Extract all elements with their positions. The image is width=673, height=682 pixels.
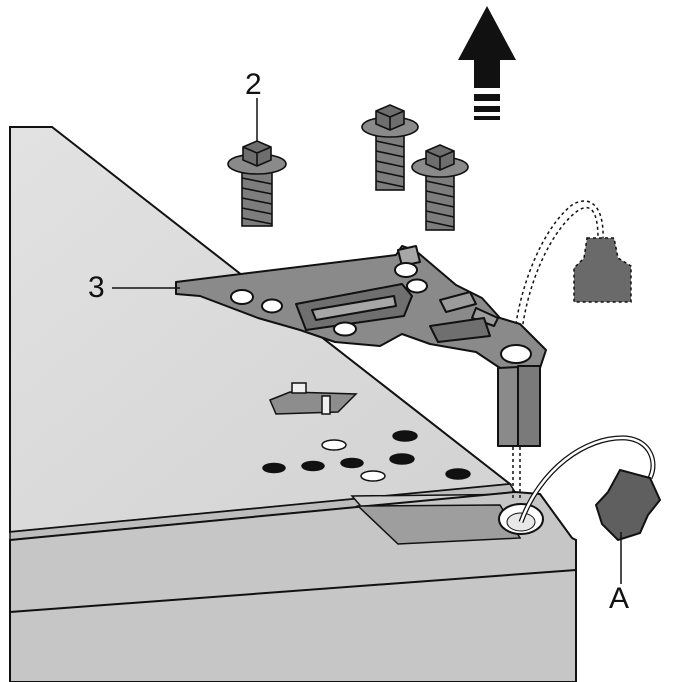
connector-ghost — [573, 237, 632, 303]
screw-icon-3 — [411, 144, 469, 231]
connector-a — [518, 435, 662, 584]
connector-pad — [356, 504, 522, 545]
panel-holes — [262, 430, 471, 482]
callout-connector: A — [609, 582, 630, 615]
screw-icon-1 — [227, 98, 287, 227]
screws — [227, 98, 469, 231]
cable-connector-icon — [594, 468, 662, 542]
callout-bracket: 3 — [88, 271, 105, 304]
chassis — [9, 126, 577, 682]
up-arrow-icon — [458, 6, 516, 120]
callout-screw: 2 — [245, 68, 262, 101]
mounting-bracket-icon — [112, 245, 547, 447]
panel-clip — [269, 382, 358, 415]
screw-icon-2 — [361, 104, 419, 191]
